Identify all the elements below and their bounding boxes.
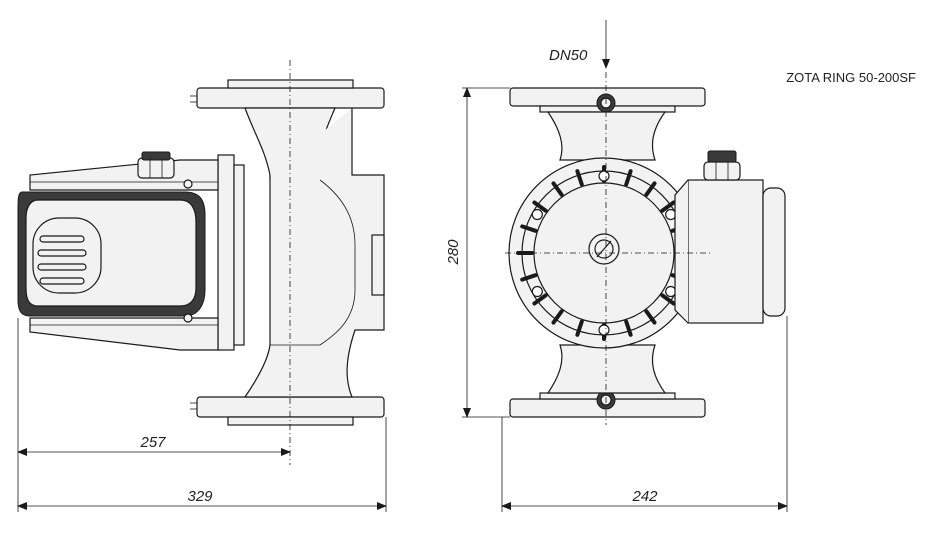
drain-plug <box>588 233 620 265</box>
width-242-label: 242 <box>631 488 658 505</box>
height-280-label: 280 <box>445 239 462 266</box>
side-view <box>17 60 385 465</box>
housing-rib <box>624 319 633 337</box>
housing-bolt <box>598 170 610 182</box>
housing-rib <box>532 293 548 306</box>
housing-rib <box>520 224 538 233</box>
housing-rib <box>644 309 657 325</box>
housing-rib <box>551 309 564 325</box>
housing-rib <box>551 181 564 197</box>
mounting-plate <box>217 154 235 351</box>
front-view <box>505 72 786 425</box>
housing-bolts <box>531 170 677 336</box>
length-329-label: 329 <box>187 488 213 505</box>
housing-rib <box>644 181 657 197</box>
housing-bolt <box>665 208 677 221</box>
housing-rib <box>532 200 548 213</box>
housing-bolt <box>531 208 543 221</box>
housing-rib <box>575 169 584 187</box>
terminal-box <box>674 150 786 324</box>
housing-rib <box>660 200 676 213</box>
offset-257-label: 257 <box>139 434 166 451</box>
housing-rib <box>575 319 584 337</box>
housing-rib <box>660 293 676 306</box>
housing-rib <box>624 169 633 187</box>
housing-bolt <box>531 285 543 298</box>
housing-bolt <box>665 285 677 298</box>
dn50-label: DN50 <box>549 47 588 64</box>
motor-housing <box>17 151 219 351</box>
vent-slots <box>37 235 87 285</box>
model-label: ZOTA RING 50-200SF <box>786 70 916 85</box>
dimension-lines <box>17 20 788 512</box>
housing-bolt <box>598 324 610 336</box>
housing-rib <box>520 273 538 282</box>
bottom-flange <box>190 396 385 426</box>
top-flange <box>190 79 385 109</box>
